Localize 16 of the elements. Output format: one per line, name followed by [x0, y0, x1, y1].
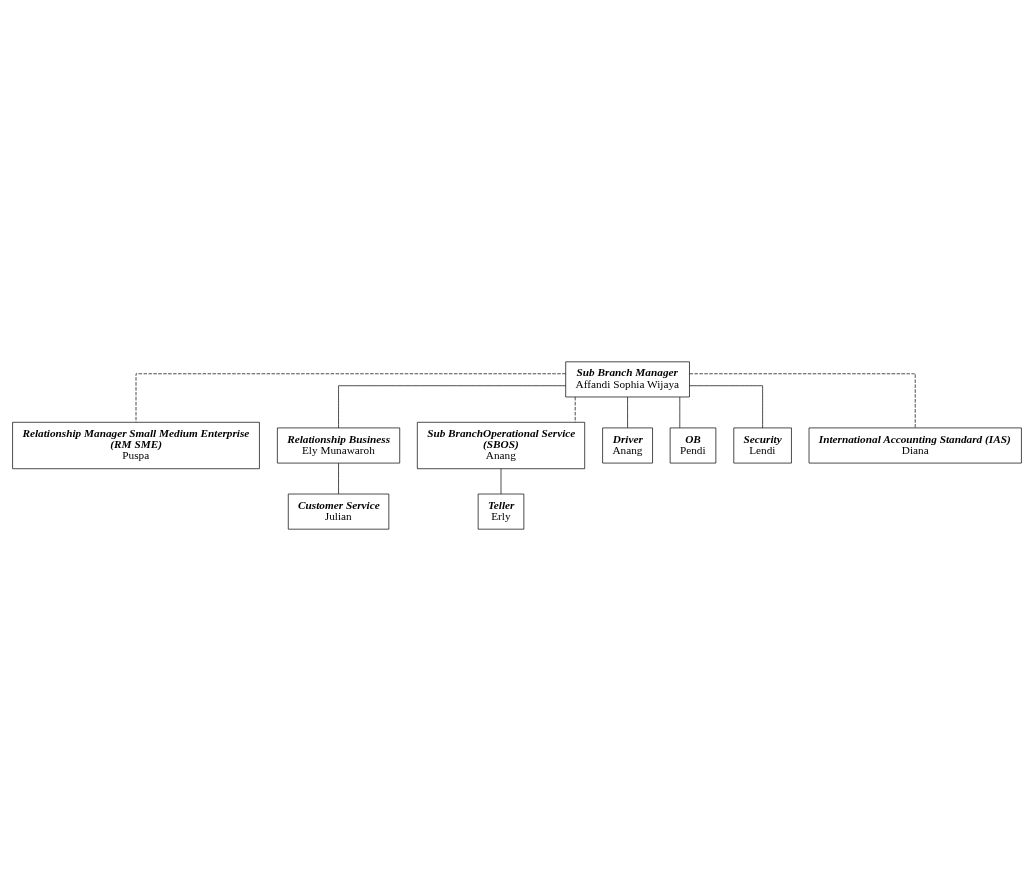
- node-box: OB Pendi: [669, 427, 717, 463]
- node-box: Driver Anang: [602, 427, 653, 463]
- connector: [689, 384, 763, 428]
- node-box: Relationship Business Ely Munawaroh: [277, 427, 401, 463]
- node-box: Sub Branch Manager Affandi Sophia Wijaya: [565, 360, 690, 397]
- connector: [689, 372, 916, 428]
- node-box: Customer Service Julian: [287, 493, 390, 530]
- node-box: Security Lendi: [733, 427, 792, 463]
- connector: [338, 384, 566, 428]
- node-box: Sub BranchOperational Service (SBOS) Anang: [416, 421, 586, 469]
- connector: [627, 396, 628, 428]
- connector: [338, 462, 339, 494]
- node-box: Relationship Manager Small Medium Enterprise (RM SME) Puspa: [12, 421, 260, 469]
- connector: [135, 372, 566, 423]
- node-box: International Accounting Standard (IAS) Diana: [808, 427, 1022, 463]
- node-box: Teller Erly: [477, 493, 525, 530]
